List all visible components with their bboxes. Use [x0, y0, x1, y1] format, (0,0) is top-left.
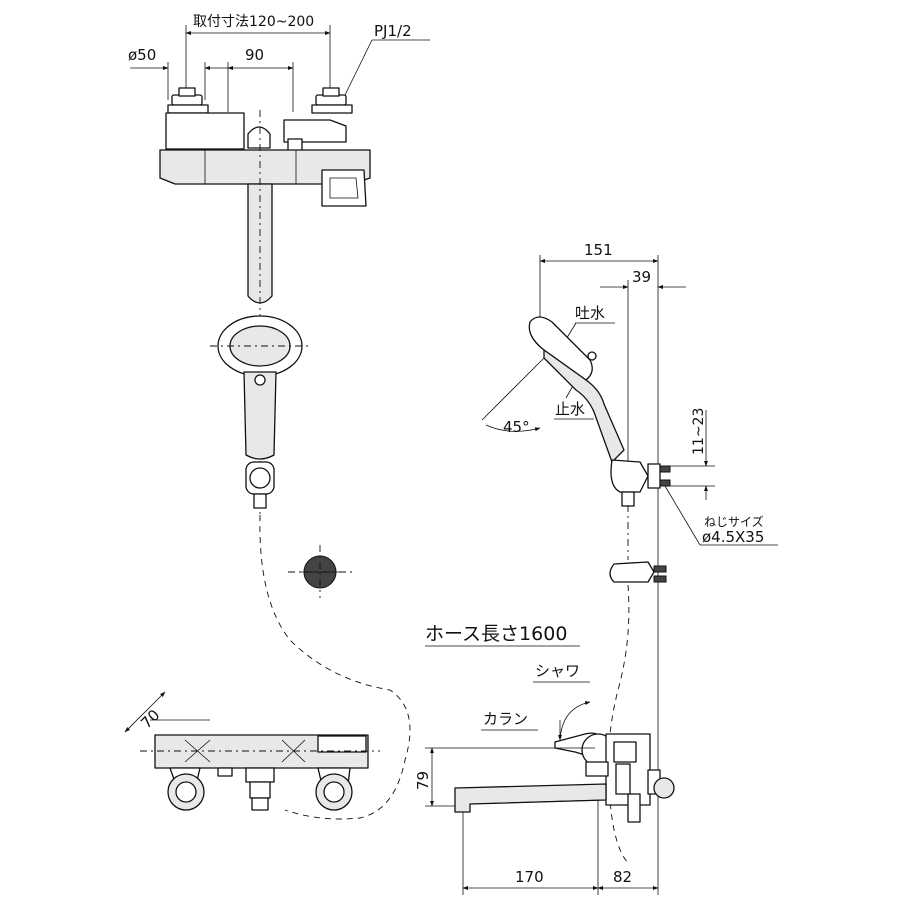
dim-body-depth: 82 — [597, 868, 659, 890]
bracket-depth-label: 39 — [632, 268, 651, 286]
dim-side-depth: 70 — [124, 691, 210, 733]
right-connector-block — [283, 119, 347, 143]
dim-bracket-depth: 39 — [600, 268, 686, 470]
bracket-height-label: 11~23 — [691, 408, 707, 455]
front-handle — [321, 169, 367, 207]
screw-callout: ねじサイズ ø4.5X35 — [664, 485, 778, 546]
side-spout — [454, 783, 607, 813]
screw-size-caption: ねじサイズ — [704, 514, 764, 529]
bottom-handle-tab — [317, 735, 367, 753]
right-nut — [287, 138, 303, 152]
side-view-body: 79 170 82 — [414, 732, 675, 895]
pipe-diameter-label: ø50 — [128, 46, 156, 64]
front-down-pipe — [247, 183, 273, 304]
shower-label: シャワ — [535, 662, 580, 680]
bottom-body — [154, 734, 369, 769]
front-view: 取付寸法120~200 ø50 90 PJ1/2 — [128, 14, 430, 820]
center-pitch-label: 90 — [245, 46, 264, 64]
mounting-pitch-label: 取付寸法120~200 — [193, 14, 314, 30]
bottom-view: 70 — [124, 691, 380, 811]
dim-spout-length: 170 — [462, 800, 599, 895]
spout-height-label: 79 — [414, 771, 432, 790]
hose-dashed — [259, 514, 411, 820]
wall-bracket-upper — [610, 459, 671, 507]
body-depth-label: 82 — [613, 868, 632, 886]
hose-length-label: ホース長さ1600 — [425, 623, 567, 645]
eccentric-fitting-right — [311, 87, 353, 114]
dim-bracket-height: 11~23 — [670, 408, 715, 500]
dim-angle: 45° — [481, 353, 549, 436]
screw-size-label: ø4.5X35 — [702, 528, 764, 546]
dim-pipe-diameter: ø50 — [128, 46, 228, 100]
side-depth-label: 70 — [137, 706, 163, 732]
tap-label: カラン — [483, 710, 528, 728]
wall-bracket-lower — [609, 561, 667, 583]
dim-center-pitch: 90 — [227, 46, 294, 112]
thread-callout: PJ1/2 — [344, 22, 430, 96]
angle-label: 45° — [503, 418, 530, 436]
shower-head-front — [210, 315, 310, 509]
dim-spout-height: 79 — [414, 747, 595, 807]
thread-label: PJ1/2 — [374, 22, 412, 40]
spout-length-label: 170 — [515, 868, 544, 886]
shower-outlet-section — [288, 545, 352, 598]
stop-callout: 止水 — [554, 376, 594, 420]
spout-label: 吐水 — [575, 304, 605, 322]
stop-label: 止水 — [555, 400, 585, 418]
shower-head-side — [528, 316, 625, 463]
overall-depth-label: 151 — [584, 241, 613, 259]
center-cap — [247, 126, 271, 149]
eccentric-fitting-left — [167, 87, 209, 114]
side-view-shower: 151 39 吐水 止水 45° — [425, 241, 778, 895]
left-connector-block — [165, 112, 245, 150]
